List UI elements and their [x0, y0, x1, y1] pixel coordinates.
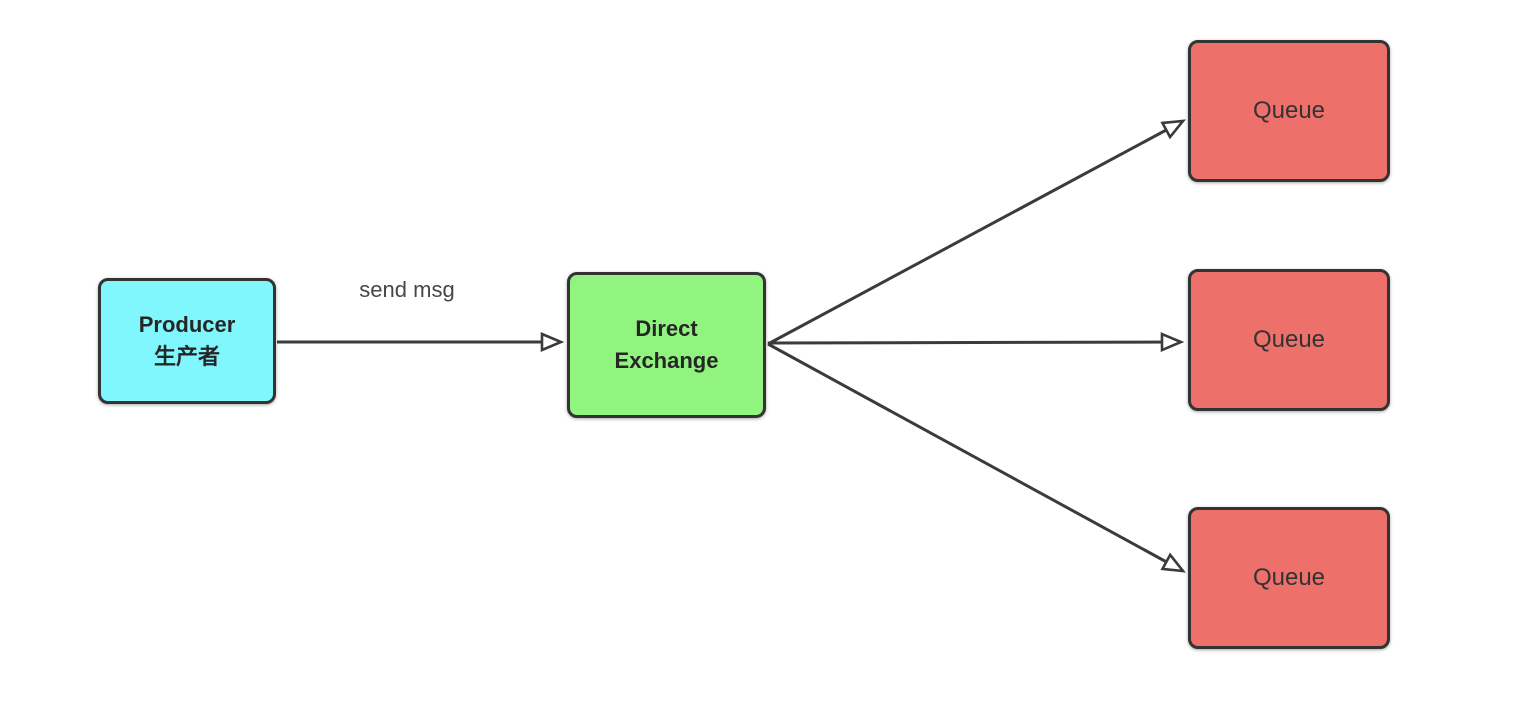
direct-exchange-node: Direct Exchange [567, 272, 766, 418]
exchange-label-line1: Direct [635, 316, 698, 342]
arrow-exchange-to-queue-bottom [767, 342, 1186, 573]
queue-node-2: Queue [1188, 269, 1390, 411]
queue-node-1: Queue [1188, 40, 1390, 182]
producer-label-zh: 生产者 [153, 344, 220, 369]
exchange-label-line2: Exchange [614, 348, 719, 373]
producer-node: Producer 生产者 [98, 278, 276, 404]
producer-label-en: Producer [138, 312, 236, 338]
arrow-exchange-to-queue-middle [767, 332, 1185, 353]
send-msg-label: send msg [359, 277, 455, 302]
queue-label-2: Queue [1252, 326, 1326, 353]
queue-node-3: Queue [1188, 507, 1390, 649]
queue-label-3: Queue [1252, 564, 1326, 591]
arrow-exchange-to-queue-top [767, 119, 1186, 346]
queue-label-1: Queue [1252, 97, 1326, 124]
